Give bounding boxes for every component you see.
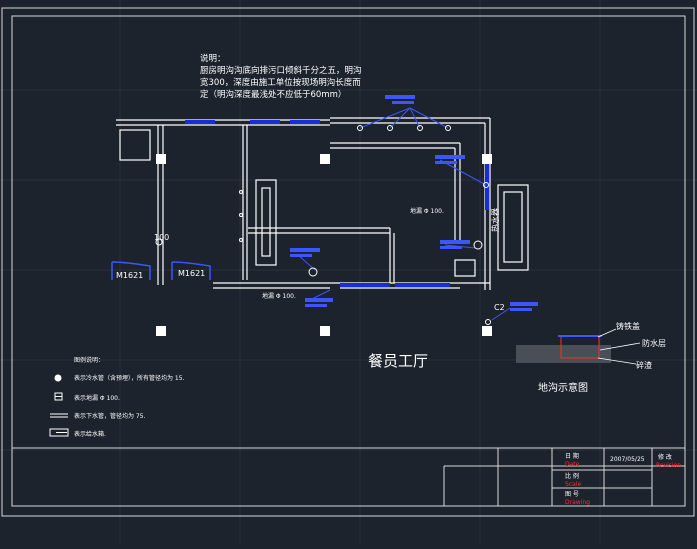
notes-block: 说明： 厨房明沟沟底向排污口倾斜千分之五，明沟 宽300，深度由施工单位按现场明… <box>200 53 362 100</box>
valve-label: C2 <box>494 303 505 312</box>
drawing-sub: Drawing <box>565 499 590 506</box>
notes-line-2: 宽300，深度由施工单位按现场明沟长度而 <box>200 77 361 88</box>
filled-circle-icon <box>54 374 62 382</box>
room-name: 餐员工厅 <box>368 352 428 370</box>
blue-tags <box>290 95 538 311</box>
title-block-text: 日 期 Date 2007/05/25 比 例 Scale 图 号 Drawin… <box>565 452 681 506</box>
floor-drain-label-2: 地漏 Φ 100. <box>262 292 296 300</box>
notes-line-1: 厨房明沟沟底向排污口倾斜千分之五，明沟 <box>200 65 362 76</box>
door-label-left: M1621 <box>116 271 143 280</box>
floor-drain-label-1: 地漏 Φ 100. <box>410 207 444 215</box>
trench-detail <box>516 328 641 365</box>
structural-columns <box>156 154 492 336</box>
trench-waterproof-label: 防水层 <box>642 338 666 348</box>
revision-sub: Revision <box>656 462 681 469</box>
date-sub: Date <box>565 461 580 468</box>
scale-sub: Scale <box>565 481 581 488</box>
doors <box>111 261 211 280</box>
legend-item-4: 表示给水箱. <box>74 430 106 438</box>
door-label-right: M1621 <box>178 269 205 278</box>
legend-title: 图例说明： <box>74 356 104 364</box>
date-value: 2007/05/25 <box>610 456 645 463</box>
legend-item-3: 表示下水管，管径均为 75. <box>74 412 146 420</box>
pipe-dimension-label: 100 <box>154 233 169 242</box>
blue-pipes <box>185 120 489 287</box>
scale-label: 比 例 <box>565 472 579 480</box>
legend: 图例说明： 表示冷水管（含预埋），所有管径均为 15. 表示地漏 Φ 100. … <box>49 356 185 438</box>
trench-title: 地沟示意图 <box>538 381 588 394</box>
outer-frame <box>1 7 695 517</box>
legend-item-2: 表示地漏 Φ 100. <box>74 394 120 402</box>
notes-heading: 说明： <box>200 53 226 64</box>
double-line-pipe-icon <box>50 413 68 418</box>
pipe-fittings <box>155 125 491 325</box>
walls <box>116 117 529 290</box>
arrow-box-icon <box>49 428 69 437</box>
vertical-equipment-label: 热水器 <box>490 208 500 232</box>
trench-cover-label: 铸铁盖 <box>616 321 640 331</box>
drawing-label: 图 号 <box>565 491 579 498</box>
title-block <box>11 447 686 507</box>
notes-line-3: 定（明沟深度最浅处不应低于60mm） <box>200 89 346 100</box>
legend-item-1: 表示冷水管（含预埋），所有管径均为 15. <box>74 374 185 382</box>
revision-label: 修 改 <box>658 453 672 461</box>
date-label: 日 期 <box>565 452 579 460</box>
trench-gravel-label: 碎渣 <box>636 360 652 370</box>
floor-drain-icon <box>54 392 63 401</box>
blue-leader-lines <box>297 107 511 321</box>
